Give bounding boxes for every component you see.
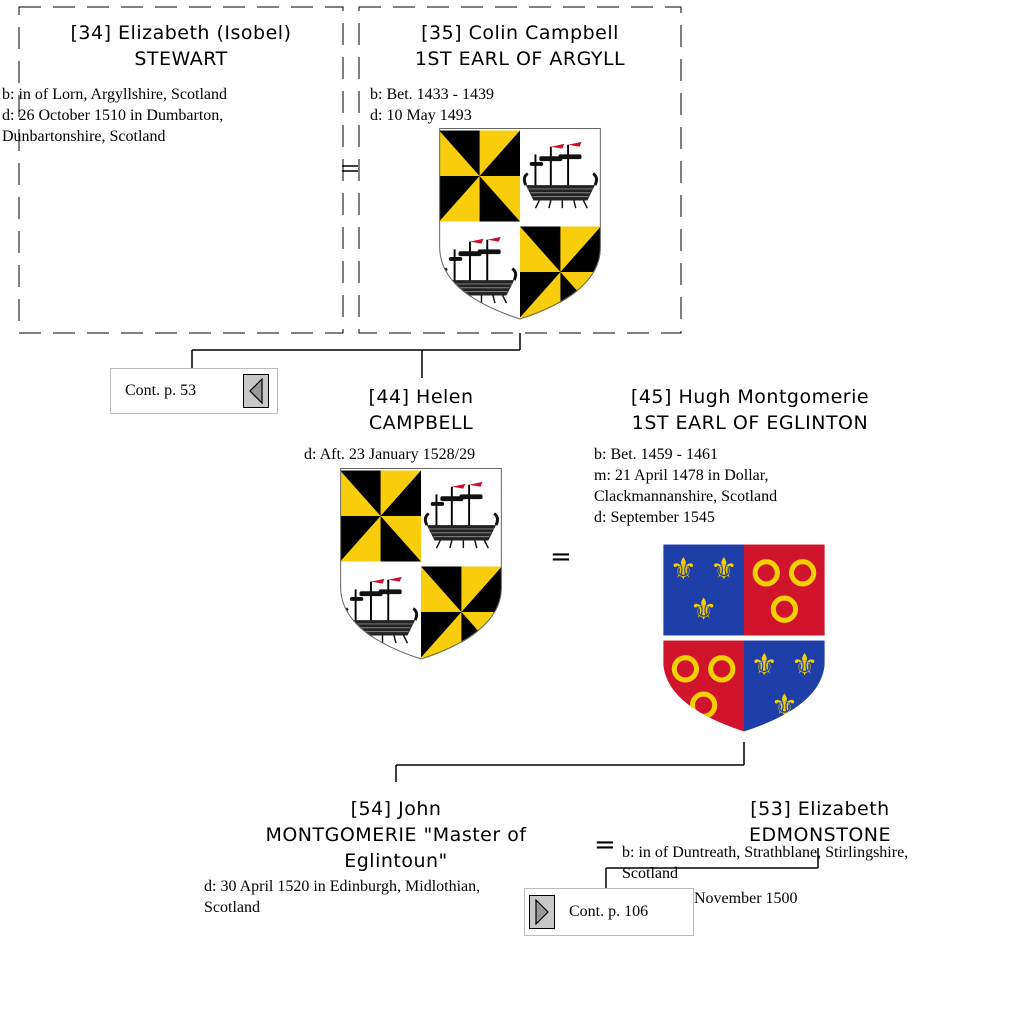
person-44-details: d: Aft. 23 January 1528/29 [304, 444, 475, 465]
person-53-name-line2: EDMONSTONE [748, 824, 892, 846]
marriage-symbol: = [550, 542, 572, 572]
person-34-name-line1: [34] Elizabeth (Isobel) [70, 22, 292, 44]
person-34-box [18, 6, 344, 334]
person-45-birth: b: Bet. 1459 - 1461 [594, 446, 718, 463]
person-53-birth-line2: Scotland [622, 865, 678, 882]
person-34-birth: b: in of Lorn, Argyllshire, Scotland [2, 86, 228, 103]
person-54-card[interactable]: [54] John MONTGOMERIE "Master of Eglinto… [200, 796, 592, 874]
person-53-birth-line1: b: in of Duntreath, Strathblane, Stirlin… [622, 844, 909, 861]
person-34-name-line2: STEWART [134, 48, 228, 70]
person-54-name-line1: [54] John [350, 798, 442, 820]
person-45-death: d: September 1545 [594, 509, 715, 526]
montgomerie-arms-icon [662, 544, 826, 732]
person-54-name-line2: MONTGOMERIE "Master of [265, 824, 527, 846]
marriage-symbol: = [594, 830, 616, 860]
person-34-death-line1: d: 26 October 1510 in Dumbarton, [2, 107, 224, 124]
person-44-name-line1: [44] Helen [368, 386, 474, 408]
continuation-page-53-label: Cont. p. 53 [125, 382, 197, 399]
continuation-page-106-label: Cont. p. 106 [569, 903, 649, 920]
person-35-details: b: Bet. 1433 - 1439 d: 10 May 1493 [370, 84, 494, 126]
person-35-box [358, 6, 682, 334]
continuation-page-53[interactable]: Cont. p. 53 [110, 368, 278, 414]
person-53-name-line1: [53] Elizabeth [750, 798, 890, 820]
person-54-name-line3: Eglintoun" [344, 850, 448, 872]
person-54-details: d: 30 April 1520 in Edinburgh, Midlothia… [204, 876, 480, 918]
person-45-name-line1: [45] Hugh Montgomerie [630, 386, 870, 408]
person-45-card[interactable]: [45] Hugh Montgomerie 1ST EARL OF EGLINT… [580, 384, 920, 436]
person-44-death: d: Aft. 23 January 1528/29 [304, 446, 476, 463]
campbell-arms-icon [439, 128, 601, 320]
person-45-name-line2: 1ST EARL OF EGLINTON [631, 412, 869, 434]
person-35-death: d: 10 May 1493 [370, 107, 472, 124]
person-45-details: b: Bet. 1459 - 1461 m: 21 April 1478 in … [594, 444, 777, 528]
person-45-marriage-line2: Clackmannanshire, Scotland [594, 488, 778, 505]
person-54-death-line2: Scotland [204, 899, 260, 916]
person-35-name-line1: [35] Colin Campbell [421, 22, 619, 44]
person-34-card[interactable]: [34] Elizabeth (Isobel) STEWART [20, 20, 342, 72]
person-54-death-line1: d: 30 April 1520 in Edinburgh, Midlothia… [204, 878, 481, 895]
person-44-card[interactable]: [44] Helen CAMPBELL [310, 384, 532, 436]
person-35-card[interactable]: [35] Colin Campbell 1ST EARL OF ARGYLL [360, 20, 680, 72]
continuation-page-106[interactable]: Cont. p. 106 [524, 888, 694, 936]
person-44-name-line2: CAMPBELL [368, 412, 474, 434]
arrow-left-icon[interactable] [243, 374, 269, 408]
person-53-card[interactable]: [53] Elizabeth EDMONSTONE [670, 796, 970, 848]
person-34-death-line2: Dunbartonshire, Scotland [2, 128, 166, 145]
person-34-details: b: in of Lorn, Argyllshire, Scotland d: … [2, 84, 227, 147]
arrow-right-icon[interactable] [529, 895, 555, 929]
person-35-name-line2: 1ST EARL OF ARGYLL [414, 48, 626, 70]
campbell-arms-icon [340, 468, 502, 660]
person-45-marriage-line1: m: 21 April 1478 in Dollar, [594, 467, 769, 484]
person-35-birth: b: Bet. 1433 - 1439 [370, 86, 494, 103]
